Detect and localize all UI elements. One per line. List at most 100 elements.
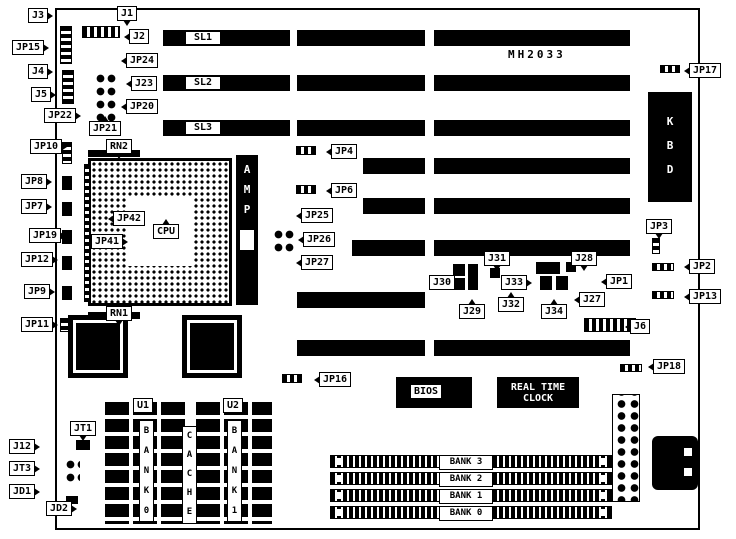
expansion-slot	[434, 75, 630, 91]
callout-jp18: JP18	[647, 359, 686, 374]
callout-jp15: JP15	[12, 40, 50, 55]
jp19-conn	[62, 230, 72, 244]
callout-j5: J5	[31, 87, 57, 102]
callout-u2: U2	[223, 398, 244, 413]
callout-jp11: JP11	[21, 317, 59, 332]
expansion-slot	[297, 120, 425, 136]
j33-conn	[540, 276, 552, 290]
chip-qfp-2	[182, 315, 242, 378]
callout-bios: BIOS	[410, 384, 443, 399]
simm-clip-right	[601, 475, 607, 482]
callout-jp4: JP4	[325, 144, 358, 159]
pin-header-strip	[612, 394, 640, 502]
rtc-line1: REAL TIME	[510, 381, 566, 393]
real-time-clock-label: REAL TIME CLOCK	[497, 377, 579, 408]
board-model-text: MH2033	[508, 48, 566, 61]
expansion-slot: SL1	[163, 30, 290, 46]
simm-clip-left	[335, 509, 341, 516]
expansion-slot	[352, 240, 425, 256]
simm-clip-left	[335, 475, 341, 482]
jp20-24-cluster	[94, 70, 116, 126]
callout-jp10: JP10	[30, 139, 68, 154]
j32-conn	[490, 268, 500, 278]
cache-col-4	[196, 402, 220, 524]
jp13-jumper	[652, 291, 674, 299]
cache-label: C A C H E	[182, 426, 197, 524]
callout-jp27: JP27	[295, 255, 334, 270]
expansion-slot	[434, 340, 630, 356]
expansion-slot	[363, 158, 425, 174]
callout-j32: J32	[498, 292, 525, 312]
callout-jp6: JP6	[325, 183, 358, 198]
expansion-slot	[434, 158, 630, 174]
amp-label: A M P	[243, 163, 251, 216]
cache-col-6	[252, 402, 272, 524]
jp9-conn	[62, 286, 72, 300]
callout-jt3: JT3	[9, 461, 41, 476]
expansion-slot	[297, 340, 425, 356]
callout-cpu: CPU	[153, 219, 180, 239]
simm-slot: BANK 0	[330, 506, 612, 521]
rtc-body	[497, 377, 579, 408]
cache-col-3	[161, 402, 185, 524]
cpu-side-pins	[84, 164, 90, 302]
simm-clip-left	[335, 492, 341, 499]
expansion-slot	[434, 240, 630, 256]
simm-bank-label: BANK 2	[439, 472, 493, 487]
expansion-slot	[434, 120, 630, 136]
jp4-jumper	[296, 146, 316, 155]
callout-jp12: JP12	[21, 252, 59, 267]
simm-clip-right	[601, 458, 607, 465]
jp6-jumper	[296, 185, 316, 194]
callout-jp3: JP3	[646, 219, 673, 239]
callout-jd2: JD2	[46, 501, 78, 516]
callout-jp20: JP20	[120, 99, 159, 114]
callout-j4: J4	[28, 64, 54, 79]
callout-j33: J33	[501, 275, 533, 290]
simm-bank-label: BANK 1	[439, 489, 493, 504]
din-connector	[652, 436, 698, 490]
callout-jp21: JP21	[89, 116, 122, 136]
jp2-jumper	[652, 263, 674, 271]
expansion-slot	[363, 198, 425, 214]
j27-conn	[566, 262, 576, 272]
callout-j6: J6	[624, 319, 651, 334]
simm-slot: BANK 1	[330, 489, 612, 504]
expansion-slot	[297, 75, 425, 91]
callout-jt1: JT1	[70, 421, 97, 441]
callout-u1: U1	[133, 398, 154, 413]
expansion-slot: SL2	[163, 75, 290, 91]
jp8-conn	[62, 176, 72, 190]
jt1-conn	[76, 440, 90, 450]
simm-bank-label: BANK 3	[439, 455, 493, 470]
din-pin-1	[684, 448, 692, 456]
cache-bank0-label: B A N K 0	[139, 420, 154, 522]
jp25-27-block	[272, 226, 294, 252]
callout-j28: J28	[571, 251, 598, 271]
callout-rn1: RN1	[106, 306, 133, 326]
callout-jp13: JP13	[683, 289, 722, 304]
j30-conn	[453, 264, 465, 276]
callout-jp19: JP19	[29, 228, 67, 243]
cache-bank1-label: B A N K 1	[227, 420, 242, 522]
simm-bank-label: BANK 0	[439, 506, 493, 521]
callout-jp1: JP1	[600, 274, 633, 289]
callout-jp26: JP26	[297, 232, 336, 247]
callout-jp17: JP17	[683, 63, 722, 78]
j34-conn	[556, 276, 568, 290]
din-pin-2	[684, 468, 692, 476]
callout-jp7: JP7	[21, 199, 53, 214]
jd2-conn	[66, 496, 78, 504]
callout-jp23: J23	[125, 76, 158, 91]
simm-clip-left	[335, 458, 341, 465]
callout-jp25: JP25	[295, 208, 334, 223]
callout-jp16: JP16	[313, 372, 352, 387]
jp12-conn	[62, 256, 72, 270]
expansion-slot: SL3	[163, 120, 290, 136]
callout-j31: J31	[484, 251, 511, 271]
jp18-jumper	[620, 364, 642, 372]
j3-conn	[60, 26, 72, 64]
cache-col-1	[105, 402, 129, 524]
jp16-jumper	[282, 374, 302, 383]
